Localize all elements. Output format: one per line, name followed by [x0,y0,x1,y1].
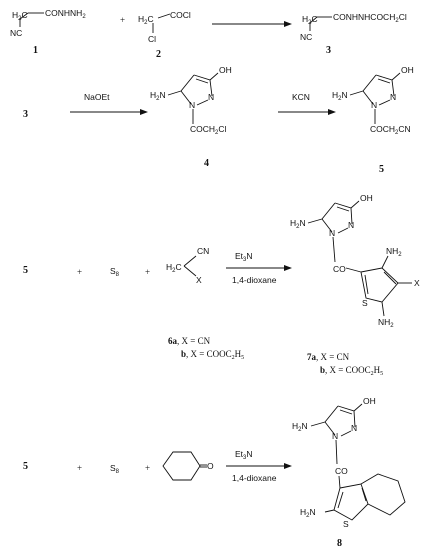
start-compound-5: 5 [23,265,28,276]
sulfur-s8: S8 [110,463,120,475]
svg-text:b, X = COOC2H5: b, X = COOC2H5 [320,365,383,377]
compound-4: OH H2N N N COCH2Cl 4 [150,65,232,169]
svg-text:CO: CO [333,264,346,274]
svg-text:CONHNHCOCH2Cl: CONHNHCOCH2Cl [333,12,407,24]
compound-6-reagent: CN H2C X [166,246,209,285]
svg-text:H2C: H2C [138,14,154,26]
compound-8: OH H2N N N CO H2N S 8 [292,396,406,549]
svg-text:COCH2CN: COCH2CN [370,124,411,136]
reagent-dioxane: 1,4-dioxane [232,473,277,483]
svg-text:X: X [414,278,420,288]
svg-text:H2N: H2N [290,218,306,230]
svg-text:COCH2Cl: COCH2Cl [190,124,227,136]
arrow-1 [212,21,292,27]
reagent-kcn: KCN [292,92,310,102]
plus-sign: + [77,463,82,473]
compound-3: CONHNHCOCH2Cl H2C NC 3 [300,12,407,56]
start-compound-3: 3 [23,109,28,120]
reagent-et3n: Et3N [235,251,253,263]
compound-5: OH H2N N N COCH2CN 5 [332,65,414,175]
svg-text:X: X [196,275,202,285]
svg-text:S: S [362,298,368,308]
svg-text:H2C: H2C [302,14,318,26]
svg-text:6a, X = CN: 6a, X = CN [168,336,211,346]
compound-label-3: 3 [326,45,331,56]
arrow-2 [70,109,148,115]
svg-text:N: N [371,100,377,110]
legend-6: 6a, X = CN b, X = COOC2H5 [168,336,244,361]
legend-7: 7a, X = CN b, X = COOC2H5 [307,352,383,377]
arrow-4 [226,265,292,271]
svg-text:N: N [208,92,214,102]
compound-7: OH H2N N N CO NH2 X S NH2 [290,193,420,329]
svg-text:H2N: H2N [300,507,316,519]
svg-text:H2C: H2C [12,10,28,22]
svg-text:S: S [343,519,349,529]
svg-text:Cl: Cl [148,34,156,44]
svg-text:N: N [189,100,195,110]
svg-text:CN: CN [197,246,209,256]
compound-1: CONHNH2 H2C NC 1 [10,8,86,56]
svg-text:OH: OH [360,193,373,203]
svg-text:b, X = COOC2H5: b, X = COOC2H5 [181,349,244,361]
svg-text:OH: OH [219,65,232,75]
cyclohexanone: O [162,451,214,481]
svg-text:NC: NC [10,28,22,38]
svg-text:H2N: H2N [292,421,308,433]
start-compound-5: 5 [23,461,28,472]
svg-text:7a, X = CN: 7a, X = CN [307,352,350,362]
sulfur-s8: S8 [110,266,120,278]
compound-label-5: 5 [379,164,384,175]
svg-text:H2N: H2N [332,90,348,102]
compound-2: COCl H2C Cl 2 [138,10,191,60]
svg-text:N: N [348,220,354,230]
svg-text:NH2: NH2 [378,317,394,329]
reagent-dioxane: 1,4-dioxane [232,275,277,285]
svg-text:N: N [351,423,357,433]
svg-text:OH: OH [401,65,414,75]
svg-text:NC: NC [300,32,312,42]
arrow-3 [278,109,336,115]
plus-sign: + [145,463,150,473]
arrow-5 [226,463,292,469]
reagent-et3n: Et3N [235,449,253,461]
svg-text:O: O [207,461,214,471]
reagent-naoet: NaOEt [84,92,110,102]
svg-text:H2C: H2C [166,262,182,274]
svg-text:N: N [329,228,335,238]
plus-sign: + [120,15,125,25]
svg-text:OH: OH [363,396,376,406]
plus-sign: + [145,267,150,277]
compound-label-4: 4 [204,158,209,169]
compound-label-2: 2 [156,49,161,60]
svg-text:N: N [390,92,396,102]
plus-sign: + [77,267,82,277]
svg-text:NH2: NH2 [386,246,402,258]
svg-text:COCl: COCl [170,10,191,20]
svg-text:CO: CO [335,466,348,476]
compound-label-1: 1 [33,45,38,56]
svg-text:CONHNH2: CONHNH2 [45,8,86,20]
svg-text:N: N [332,431,338,441]
compound-label-8: 8 [337,538,342,549]
svg-text:H2N: H2N [150,90,166,102]
